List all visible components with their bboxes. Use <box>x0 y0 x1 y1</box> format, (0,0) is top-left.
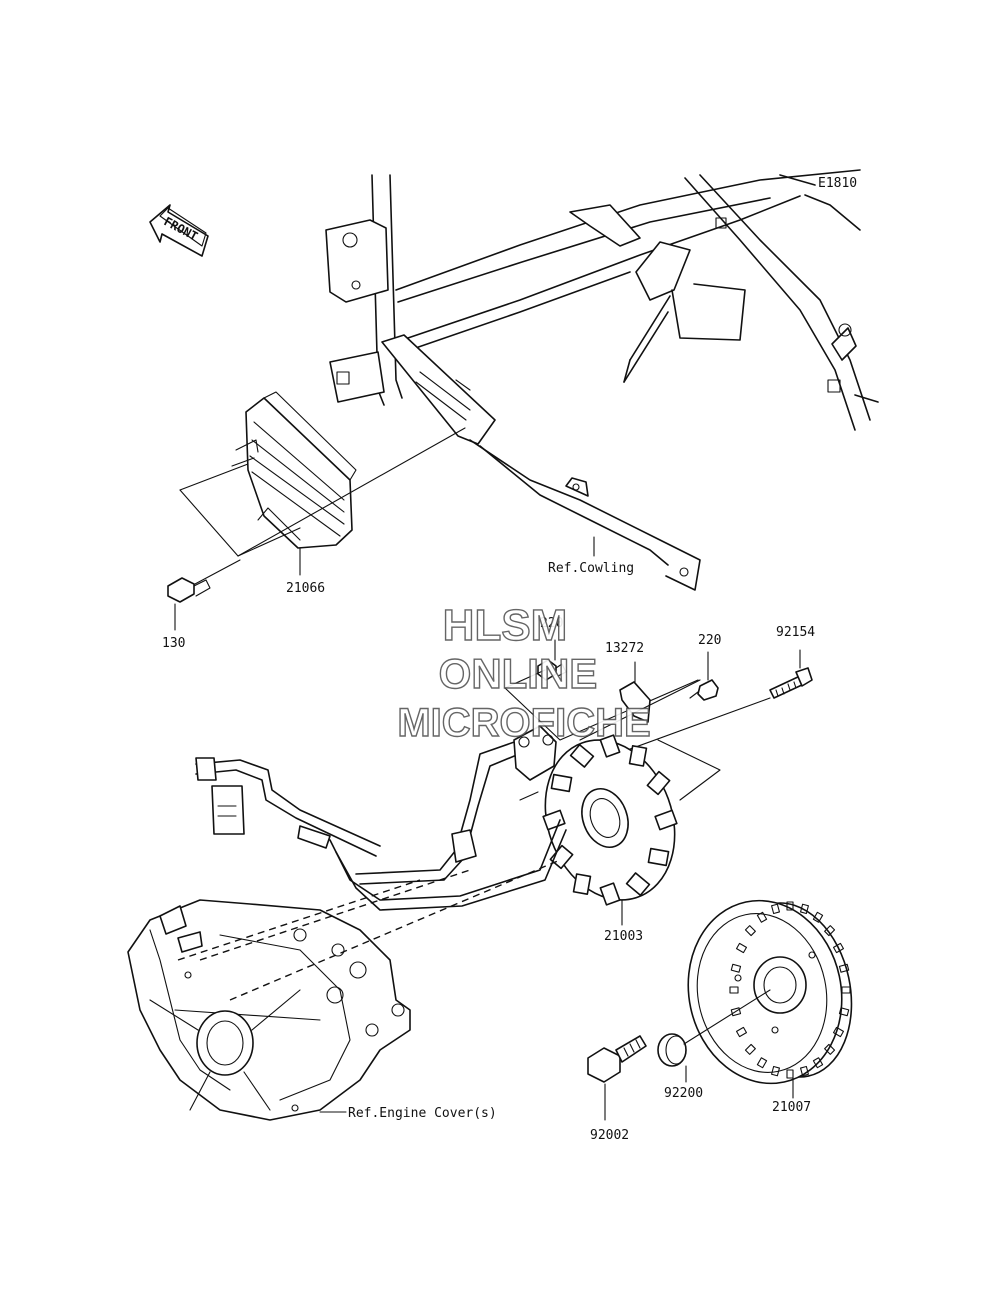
rotor-tooth <box>812 911 824 923</box>
rotor-tooth <box>756 911 768 923</box>
diagram-code: E1810 <box>818 176 857 191</box>
bolt-130-illustration <box>167 559 241 603</box>
rotor-tooth <box>730 1007 742 1017</box>
rotor-tooth <box>786 901 794 911</box>
rotor-tooth <box>800 903 809 915</box>
rotor-tooth <box>838 1007 850 1017</box>
rotor-tooth <box>800 1065 809 1077</box>
ref-engine-cover-label: Ref.Engine Cover(s) <box>348 1106 497 1121</box>
bolt-220-left-illustration <box>537 659 567 681</box>
part-21003-label: 21003 <box>604 929 643 944</box>
stator-tooth <box>647 847 670 867</box>
stator-tooth <box>628 745 648 767</box>
rotor-tooth <box>832 942 845 954</box>
rotor-tooth <box>730 963 742 973</box>
bolt-220-right-illustration <box>689 679 719 701</box>
rotor-tooth <box>786 1069 794 1079</box>
rotor-tooth <box>824 925 836 937</box>
ref-cowling-label: Ref.Cowling <box>548 561 634 576</box>
watermark-line1: HLSM <box>443 601 568 650</box>
part-21066-label: 21066 <box>286 581 325 596</box>
rotor-tooth <box>838 963 850 973</box>
part-13272-label: 13272 <box>605 641 644 656</box>
part-130-label: 130 <box>162 636 185 651</box>
rotor-tooth <box>812 1057 824 1069</box>
watermark-line2: ONLINE <box>439 650 598 697</box>
stator-tooth <box>550 773 573 793</box>
rotor-tooth <box>841 986 851 994</box>
part-92154-label: 92154 <box>776 625 815 640</box>
wiring-harness-illustration <box>195 725 567 911</box>
plate-13272-illustration <box>619 681 651 723</box>
rotor-flywheel-illustration <box>687 899 853 1085</box>
engine-cover-illustration <box>127 899 411 1121</box>
screw-92154-illustration <box>769 667 813 699</box>
rotor-tooth <box>771 1065 780 1077</box>
stator-tooth <box>599 734 621 758</box>
regulator-rectifier-illustration <box>231 391 357 549</box>
washer-92200-illustration <box>657 989 771 1067</box>
stator-tooth <box>572 873 592 895</box>
frame-illustration <box>325 169 879 591</box>
rotor-tooth <box>824 1043 836 1055</box>
rotor-tooth <box>756 1057 768 1069</box>
rotor-tooth <box>729 986 739 994</box>
stator-tooth <box>646 770 671 796</box>
part-92200-label: 92200 <box>664 1086 703 1101</box>
part-220-left-label: 220 <box>540 616 563 631</box>
stator-tooth <box>569 743 595 768</box>
front-arrow-icon: FRONT <box>149 204 209 257</box>
rotor-tooth <box>735 942 748 954</box>
rotor-tooth <box>771 903 780 915</box>
rotor-tooth <box>735 1026 748 1038</box>
rotor-tooth <box>832 1026 845 1038</box>
part-92002-label: 92002 <box>590 1128 629 1143</box>
rotor-tooth <box>744 925 756 937</box>
watermark-line3: MICROFICHE <box>397 701 650 745</box>
rotor-tooth <box>744 1043 756 1055</box>
watermark: HLSM ONLINE MICROFICHE <box>397 600 652 745</box>
stator-tooth <box>654 809 678 831</box>
stator-tooth <box>625 872 651 897</box>
part-21007-label: 21007 <box>772 1100 811 1115</box>
stator-tooth <box>542 809 566 831</box>
part-220-right-label: 220 <box>698 633 721 648</box>
bolt-92002-illustration <box>587 1035 647 1083</box>
stator-tooth <box>599 882 621 906</box>
